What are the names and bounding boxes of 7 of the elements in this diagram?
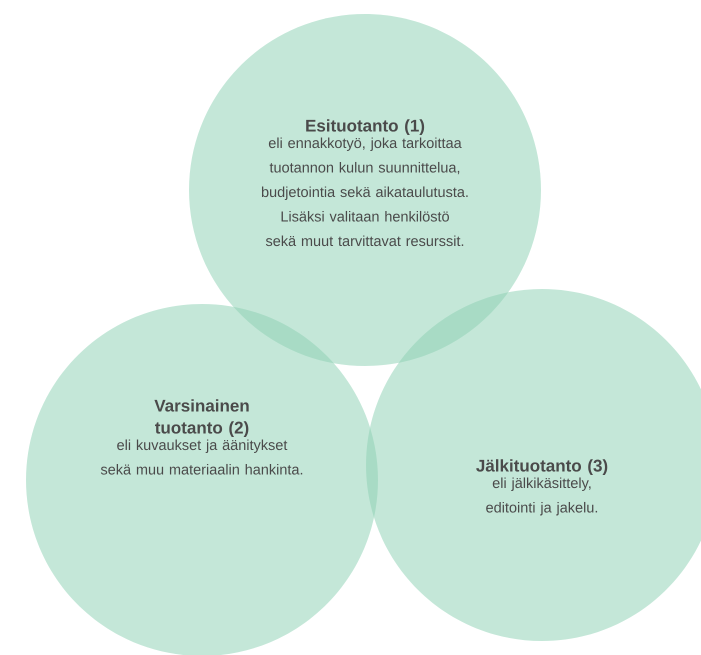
body-text: eli kuvaukset ja äänitykset sekä muu materiaalin hankinta. (100, 439, 302, 475)
body-text: eli ennakkotyö, joka tarkoittaa tuotannon kulun suunnittelua, budjetointia sekä aikataulutusta. Lisäksi valitaan henkilöstö sekä muut tarvittavat resurssit. (262, 137, 468, 246)
heading-text: Jälkituotanto (3) (476, 459, 608, 476)
venn-circle (189, 14, 541, 366)
heading-text: Esituotanto (1) (306, 119, 424, 136)
heading-text: Varsinainen tuotanto (2) (154, 399, 249, 438)
body-text: eli jälkikäsittely, editointi ja jakelu. (486, 477, 598, 516)
